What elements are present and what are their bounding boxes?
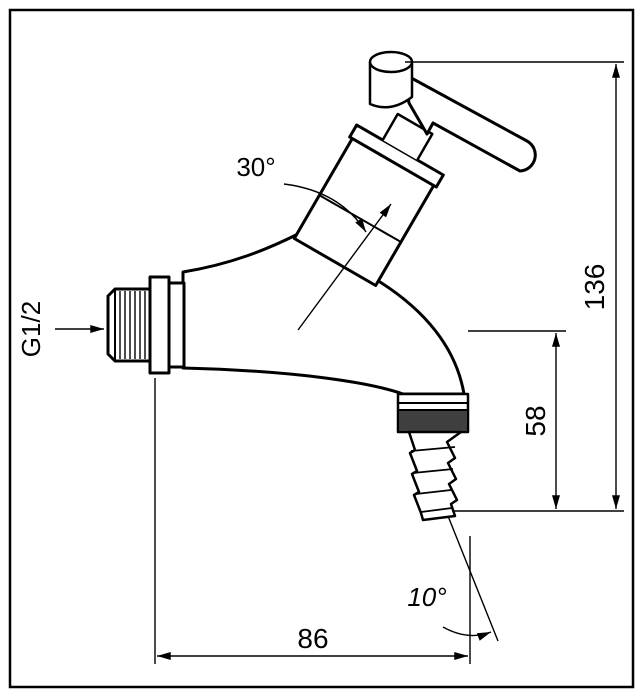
faucet	[106, 50, 537, 522]
body-axis-line	[297, 203, 392, 331]
dimension-width: 86	[154, 378, 471, 664]
hose-barb-ridges	[410, 446, 456, 513]
dimension-label-thread: G1/2	[16, 301, 46, 357]
dimension-body-angle: 30°	[236, 152, 392, 331]
valve-stem	[381, 112, 434, 161]
handle-grip	[368, 62, 414, 109]
dimension-label-outlet-height: 58	[520, 405, 551, 436]
angle-arc-30	[283, 183, 367, 233]
dimension-outlet-height: 58	[468, 330, 566, 509]
dimension-label-width: 86	[297, 623, 328, 654]
dimension-thread: G1/2	[16, 301, 104, 357]
flange-ring	[167, 281, 186, 369]
dimension-label-outlet-angle: 10°	[407, 582, 446, 612]
mounting-flange	[148, 275, 171, 375]
dimension-label-body-angle: 30°	[236, 152, 275, 182]
angle-arc-10	[442, 626, 492, 641]
dimension-outlet-angle: 10°	[407, 515, 499, 642]
dimension-total-height: 136	[405, 61, 624, 512]
faucet-body-outline	[181, 232, 466, 396]
outlet-axis-line	[447, 515, 499, 642]
drawing-border	[8, 8, 635, 689]
handle-lever	[402, 72, 537, 173]
hose-barb	[407, 430, 463, 522]
hose-collar-knurl	[397, 409, 469, 433]
dimension-label-total-height: 136	[579, 264, 610, 311]
thread-hatching	[119, 291, 146, 359]
